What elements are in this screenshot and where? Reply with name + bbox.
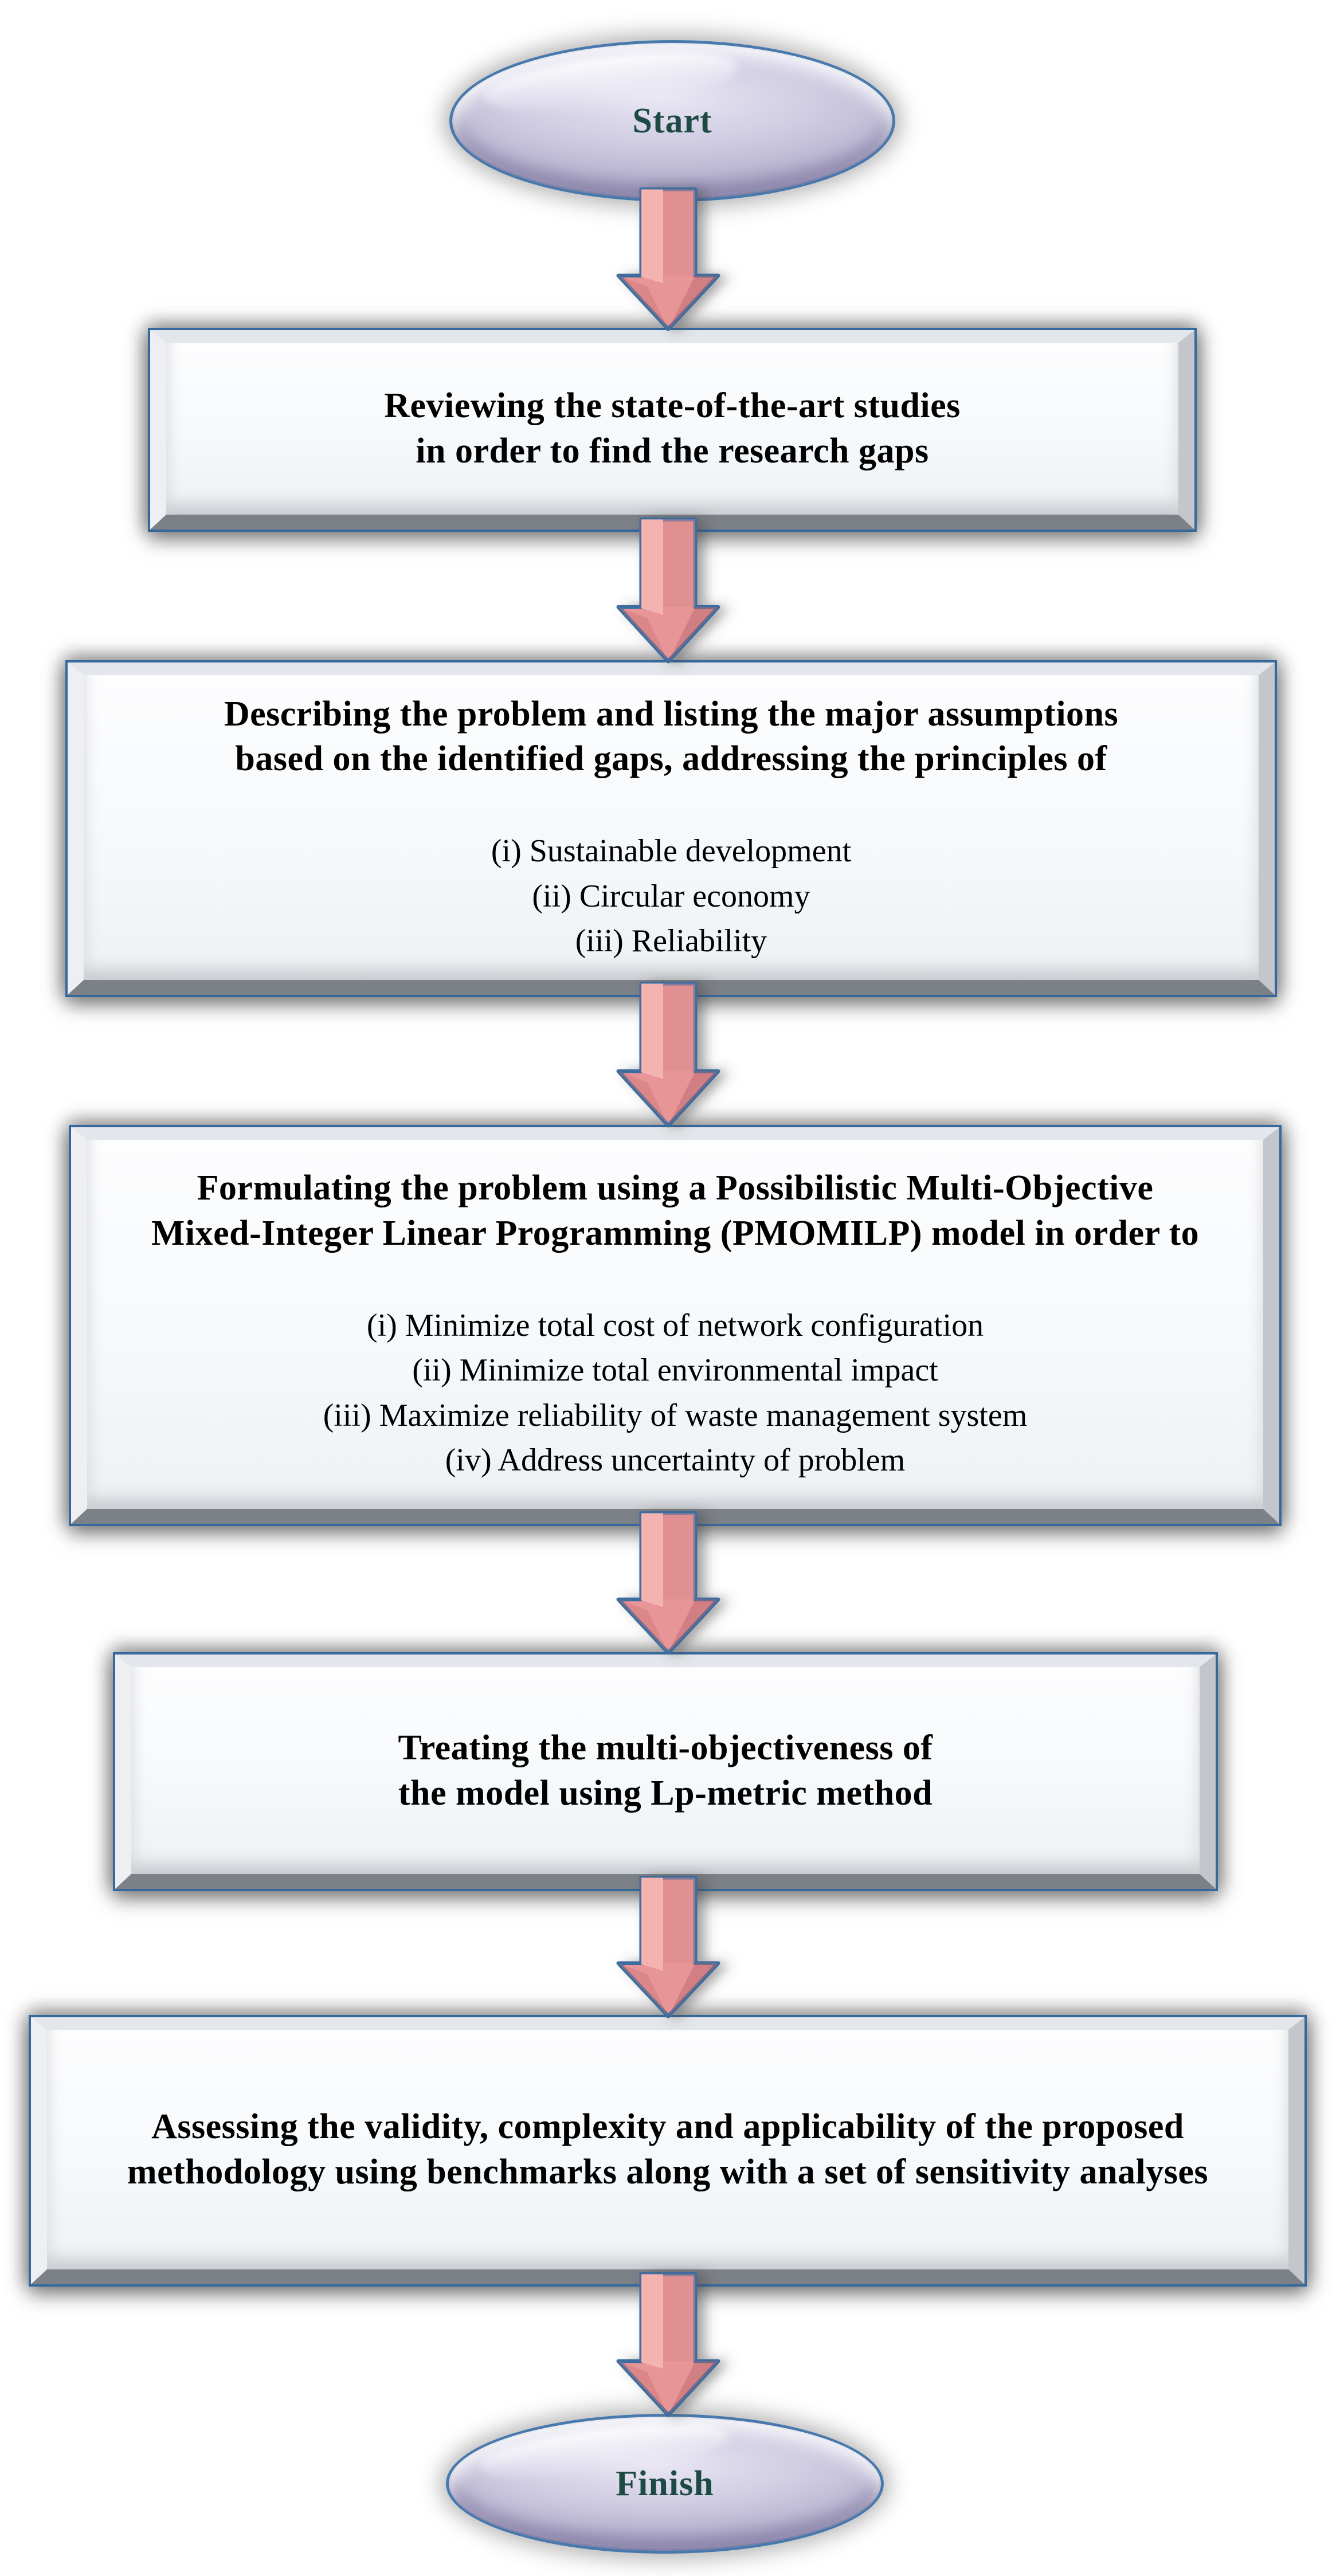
box-bevel-frame: Describing the problem and listing the m… bbox=[68, 662, 1275, 995]
flow-arrow-2-down-icon bbox=[616, 517, 720, 664]
box-bevel-frame: Reviewing the state-of-the-art studies i… bbox=[150, 330, 1194, 530]
step-item: (i) Sustainable development bbox=[491, 833, 852, 869]
flow-arrow-6-down-icon bbox=[616, 2272, 720, 2417]
box-content: Formulating the problem using a Possibil… bbox=[87, 1140, 1263, 1509]
process-box-3: Formulating the problem using a Possibil… bbox=[69, 1125, 1282, 1526]
flow-arrow-4-down-icon bbox=[616, 1511, 720, 1655]
step-item: (iii) Reliability bbox=[575, 923, 767, 959]
step-item: (i) Minimize total cost of network confi… bbox=[366, 1307, 984, 1343]
box-bevel-frame: Formulating the problem using a Possibil… bbox=[71, 1127, 1279, 1524]
step-item: (ii) Circular economy bbox=[532, 878, 810, 914]
start-label: Start bbox=[632, 101, 712, 140]
step-title: Describing the problem and listing the m… bbox=[224, 694, 1119, 779]
step-title: Assessing the validity, complexity and a… bbox=[127, 2107, 1209, 2191]
step-title: Formulating the problem using a Possibil… bbox=[151, 1169, 1200, 1253]
step-item: (iii) Maximize reliability of waste mana… bbox=[323, 1397, 1028, 1433]
process-box-5: Assessing the validity, complexity and a… bbox=[29, 2015, 1307, 2287]
box-bevel-frame: Assessing the validity, complexity and a… bbox=[31, 2017, 1304, 2284]
step-title: Reviewing the state-of-the-art studies i… bbox=[384, 386, 961, 470]
process-box-1: Reviewing the state-of-the-art studies i… bbox=[148, 328, 1197, 532]
finish-label: Finish bbox=[616, 2464, 714, 2503]
step-title: Treating the multi-objectiveness of the … bbox=[398, 1728, 933, 1813]
step-item: (iv) Address uncertainty of problem bbox=[445, 1442, 906, 1479]
process-box-2: Describing the problem and listing the m… bbox=[65, 660, 1277, 997]
box-bevel-frame: Treating the multi-objectiveness of the … bbox=[115, 1654, 1216, 1889]
box-content: Reviewing the state-of-the-art studies i… bbox=[166, 343, 1178, 515]
finish-terminator: Finish bbox=[446, 2412, 884, 2554]
flow-arrow-1-down-icon bbox=[616, 187, 720, 331]
box-content: Assessing the validity, complexity and a… bbox=[47, 2030, 1288, 2269]
box-content: Treating the multi-objectiveness of the … bbox=[131, 1667, 1200, 1874]
box-content: Describing the problem and listing the m… bbox=[84, 675, 1259, 980]
flow-arrow-3-down-icon bbox=[616, 981, 720, 1128]
step-item: (ii) Minimize total environmental impact bbox=[412, 1352, 938, 1389]
start-terminator: Start bbox=[449, 40, 895, 202]
flow-arrow-5-down-icon bbox=[616, 1876, 720, 2018]
process-box-4: Treating the multi-objectiveness of the … bbox=[113, 1652, 1218, 1891]
